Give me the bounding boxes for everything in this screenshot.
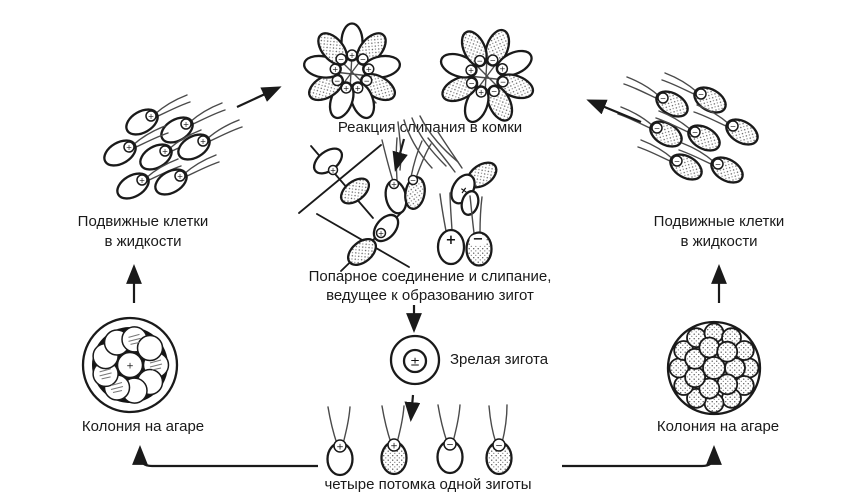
mating-type-sign: − bbox=[692, 128, 698, 137]
mating-type-sign: + bbox=[126, 143, 132, 152]
mating-type-sign: − bbox=[730, 122, 736, 131]
motile-right-label-line1: Подвижные клетки bbox=[654, 213, 785, 230]
mating-type-sign: + bbox=[162, 147, 168, 156]
mating-type-sign: − bbox=[477, 56, 483, 65]
colony-left-label: Колония на агаре bbox=[82, 418, 204, 435]
pairing-label-line2: ведущее к образованию зигот bbox=[326, 287, 534, 304]
progeny-label: четыре потомка одной зиготы bbox=[324, 476, 531, 493]
mating-type-sign: + bbox=[355, 84, 361, 93]
mating-type-sign: + bbox=[332, 65, 338, 74]
mating-type-sign: + bbox=[177, 172, 183, 181]
mating-type-sign: + bbox=[126, 361, 134, 371]
mating-type-sign: − bbox=[338, 55, 344, 64]
mating-type-sign: + bbox=[446, 233, 457, 248]
progeny-cell-3: − bbox=[436, 404, 464, 475]
mating-type-sign: − bbox=[446, 440, 454, 450]
mating-type-sign: − bbox=[660, 94, 666, 103]
mating-type-sign: − bbox=[360, 55, 366, 64]
mating-type-sign: + bbox=[148, 112, 154, 121]
mating-pair-upper-right: + bbox=[427, 131, 498, 216]
mating-type-sign: − bbox=[334, 76, 340, 85]
rejected-pair-1: + bbox=[298, 144, 382, 219]
mating-type-sign: + bbox=[499, 65, 505, 74]
flagella bbox=[427, 131, 463, 173]
mating-type-sign: − bbox=[364, 76, 370, 85]
arrow-motile-right-to-clump bbox=[586, 99, 642, 124]
flagella-tangle bbox=[464, 57, 512, 108]
arrow-motile-left-to-clump bbox=[236, 86, 282, 108]
mating-type-sign: − bbox=[674, 157, 680, 166]
pairing-label-line1: Попарное соединение и слипание, bbox=[309, 268, 552, 285]
cell-clump-left: + − + − + + − + − bbox=[301, 22, 403, 123]
arrow-progeny-to-colony-left bbox=[132, 445, 318, 468]
mating-pair-center: + − bbox=[381, 137, 432, 215]
mating-type-sign: − bbox=[654, 124, 660, 133]
mating-type-sign: + bbox=[349, 51, 355, 60]
mating-type-sign: − bbox=[698, 90, 704, 99]
motile-left-label-line2: в жидкости bbox=[104, 233, 181, 250]
zygote-figure: ± bbox=[389, 334, 441, 386]
mating-type-sign: − bbox=[473, 232, 484, 247]
mating-type-sign: − bbox=[490, 56, 496, 65]
flagella-tangle bbox=[329, 53, 377, 104]
arrow-zygote-to-progeny bbox=[404, 394, 421, 422]
mating-type-sign: − bbox=[495, 441, 503, 451]
mating-type-sign: − bbox=[715, 160, 721, 169]
mating-type-sign: ± bbox=[410, 355, 420, 369]
mating-type-sign: + bbox=[330, 166, 336, 175]
mating-type-sign: + bbox=[390, 441, 398, 451]
progeny-cell-1: + bbox=[326, 406, 354, 477]
pairing-group: + + + − + bbox=[298, 115, 498, 272]
cell-clump-right: − + − − + − + − bbox=[436, 25, 538, 127]
zygote-label: Зрелая зигота bbox=[450, 351, 549, 368]
flagella bbox=[381, 137, 432, 182]
progeny-cell-4: − bbox=[485, 404, 513, 476]
mating-type-sign: + bbox=[378, 229, 384, 238]
mating-type-sign: − bbox=[468, 79, 474, 88]
mating-type-sign: + bbox=[139, 176, 145, 185]
mating-type-sign: + bbox=[468, 66, 474, 75]
mating-type-sign: + bbox=[336, 442, 344, 452]
progeny-cell-2: + bbox=[380, 405, 408, 476]
arrow-progeny-to-colony-right bbox=[562, 445, 722, 468]
mating-type-sign: + bbox=[366, 65, 372, 74]
motile-cells-left: + + + + + + + bbox=[98, 93, 244, 205]
rejected-pair-2: + bbox=[316, 212, 410, 272]
motile-right-label-line2: в жидкости bbox=[680, 233, 757, 250]
colony-right-figure bbox=[666, 320, 762, 416]
mating-type-sign: + bbox=[200, 137, 206, 146]
motile-cells-right: − − − − − − − bbox=[616, 71, 764, 189]
mating-pair-lower-right: + − bbox=[436, 192, 493, 267]
mating-type-sign: − bbox=[500, 78, 506, 87]
motile-left-label-line1: Подвижные клетки bbox=[78, 213, 209, 230]
mating-type-sign: + bbox=[343, 84, 349, 93]
mating-type-sign: + bbox=[478, 88, 484, 97]
flagella bbox=[439, 192, 483, 234]
mating-type-sign: − bbox=[410, 176, 416, 185]
colony-left-figure: + bbox=[81, 316, 179, 414]
mating-type-sign: − bbox=[491, 87, 497, 96]
clumping-label: Реакция слипания в комки bbox=[338, 119, 522, 136]
flagella-strands bbox=[397, 115, 459, 171]
mating-type-sign: + bbox=[183, 120, 189, 129]
colony-right-label: Колония на агаре bbox=[657, 418, 779, 435]
progeny-cells: + + − − bbox=[326, 404, 513, 477]
mating-type-sign: + bbox=[391, 180, 397, 189]
arrow-clump-to-pairs bbox=[392, 138, 408, 172]
